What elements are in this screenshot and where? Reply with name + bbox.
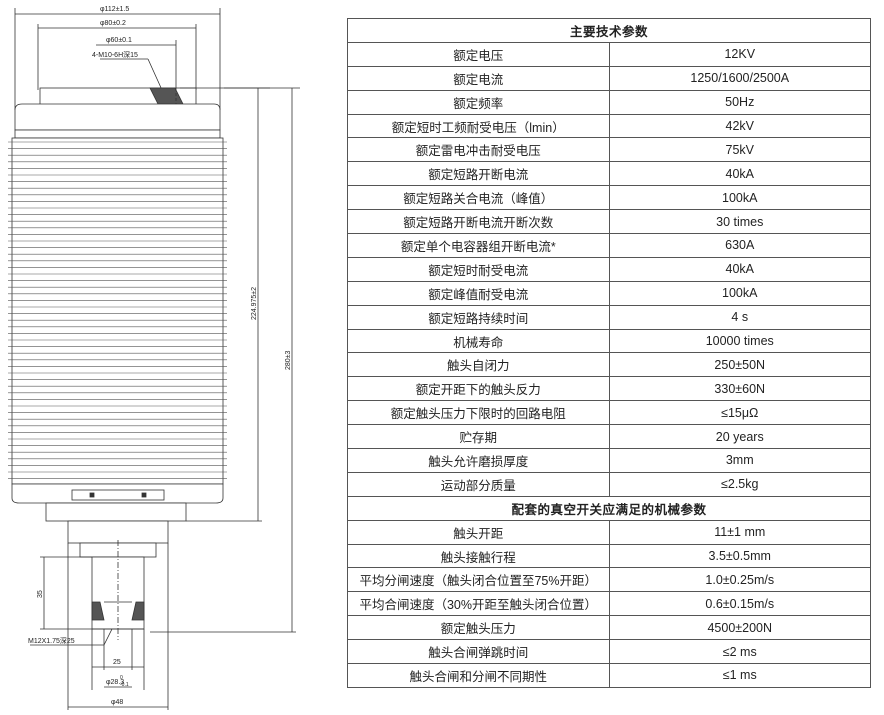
table-row: 触头合闸和分闸不同期性≤1 ms	[347, 663, 871, 688]
param-name: 触头合闸弹跳时间	[347, 639, 610, 665]
param-value: 3mm	[608, 448, 871, 473]
param-value: 3.5±0.5mm	[608, 543, 871, 569]
param-value: 1.0±0.25m/s	[608, 567, 871, 593]
param-name: 额定雷电冲击耐受电压	[347, 137, 610, 163]
param-value: 630A	[608, 233, 871, 258]
param-value: 0.6±0.15m/s	[608, 591, 871, 617]
param-value: 42kV	[608, 113, 871, 139]
param-name: 额定触头压力	[347, 615, 610, 641]
dim-28-tol-up: 0	[120, 675, 123, 681]
param-name: 额定单个电容器组开断电流*	[347, 233, 610, 258]
table-row: 平均分闸速度（触头闭合位置至75%开距）1.0±0.25m/s	[347, 567, 871, 593]
param-value: 12KV	[608, 41, 871, 67]
dim-28: φ28.3	[106, 679, 124, 686]
table-row: 额定短时工频耐受电压（lmin）42kV	[347, 113, 871, 139]
param-value: 250±50N	[608, 352, 871, 378]
section-header-mechanical: 配套的真空开关应满足的机械参数	[347, 495, 871, 521]
interrupter-drawing: φ112±1.5 φ80±0.2 φ60±0.1 4-M10-6H深15 224…	[0, 0, 340, 715]
dim-body-height: 224.975±2	[251, 287, 258, 320]
table-row: 运动部分质量≤2.5kg	[347, 471, 871, 497]
param-name: 触头自闭力	[347, 352, 610, 378]
dim-outer-diameter: φ112±1.5	[100, 6, 129, 13]
dim-bottom-thread: M12X1.75深25	[28, 636, 75, 645]
param-value: 100kA	[608, 280, 871, 306]
param-value: 20 years	[608, 424, 871, 450]
param-value: 75kV	[608, 137, 871, 163]
param-name: 触头开距	[347, 519, 610, 545]
dim-48: φ48	[111, 699, 123, 706]
param-value: 1250/1600/2500A	[608, 65, 871, 91]
param-name: 额定短路开断电流开断次数	[347, 209, 610, 235]
param-name: 额定短路关合电流（峰值）	[347, 185, 610, 211]
param-value: ≤2 ms	[608, 639, 871, 665]
dim-top-thread: 4-M10-6H深15	[92, 50, 138, 59]
dim-28-tol-low: -0.1	[120, 682, 129, 688]
dim-bolt-circle: φ60±0.1	[106, 37, 132, 44]
param-name: 额定短路持续时间	[347, 304, 610, 330]
param-value: 4500±200N	[608, 615, 871, 641]
param-value: ≤15μΩ	[608, 400, 871, 426]
param-name: 额定短时耐受电流	[347, 256, 610, 282]
table-row: 触头合闸弹跳时间≤2 ms	[347, 639, 871, 665]
dim-thread-length: 35	[37, 590, 44, 598]
param-name: 贮存期	[347, 424, 610, 450]
param-name: 额定触头压力下限时的回路电阻	[347, 400, 610, 426]
param-name: 额定峰值耐受电流	[347, 280, 610, 306]
table-row: 额定单个电容器组开断电流*630A	[347, 233, 871, 258]
dim-25: 25	[113, 659, 121, 666]
param-name: 额定短路开断电流	[347, 161, 610, 187]
dim-flange-diameter: φ80±0.2	[100, 20, 126, 27]
table-row: 平均合闸速度（30%开距至触头闭合位置）0.6±0.15m/s	[347, 591, 871, 617]
param-value: 50Hz	[608, 89, 871, 115]
param-value: 100kA	[608, 185, 871, 211]
param-name: 额定开距下的触头反力	[347, 376, 610, 402]
param-value: 4 s	[608, 304, 871, 330]
param-name: 平均合闸速度（30%开距至触头闭合位置）	[347, 591, 610, 617]
table-row: 额定触头压力下限时的回路电阻≤15μΩ	[347, 400, 871, 426]
param-value: ≤1 ms	[608, 663, 871, 688]
dim-total-height: 280±3	[285, 350, 292, 370]
section-header-mechanical-title: 配套的真空开关应满足的机械参数	[347, 495, 871, 521]
param-name: 额定电压	[347, 41, 610, 67]
table-row: 额定短路关合电流（峰值）100kA	[347, 185, 871, 211]
param-name: 额定电流	[347, 65, 610, 91]
param-name: 额定频率	[347, 89, 610, 115]
section-header-main-title: 主要技术参数	[347, 18, 871, 43]
param-name: 触头允许磨损厚度	[347, 448, 610, 473]
section-header-main: 主要技术参数	[347, 18, 871, 43]
param-value: 40kA	[608, 161, 871, 187]
param-name: 运动部分质量	[347, 471, 610, 497]
param-name: 机械寿命	[347, 328, 610, 354]
param-value: 330±60N	[608, 376, 871, 402]
param-name: 额定短时工频耐受电压（lmin）	[347, 113, 610, 139]
param-value: 10000 times	[608, 328, 871, 354]
param-name: 平均分闸速度（触头闭合位置至75%开距）	[347, 567, 610, 593]
param-value: 40kA	[608, 256, 871, 282]
param-value: 11±1 mm	[608, 519, 871, 545]
param-name: 触头合闸和分闸不同期性	[347, 663, 610, 688]
param-name: 触头接触行程	[347, 543, 610, 569]
param-value: ≤2.5kg	[608, 471, 871, 497]
param-value: 30 times	[608, 209, 871, 235]
